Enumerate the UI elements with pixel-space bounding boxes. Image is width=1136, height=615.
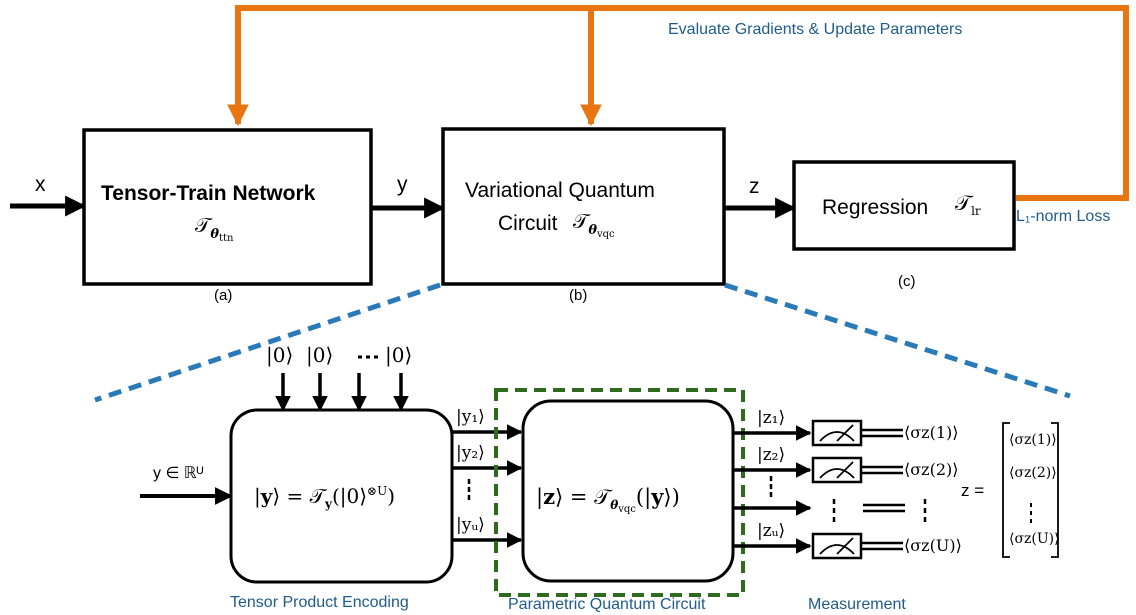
ttn-caption: (a) xyxy=(214,287,233,304)
regression-title: Regression xyxy=(822,196,929,219)
ttn-title: Tensor-Train Network xyxy=(101,182,316,205)
output-ket-2: |z₂⟩ xyxy=(757,445,786,465)
encoded-ket-2: |y₂⟩ xyxy=(456,443,485,463)
meter-2 xyxy=(811,456,863,484)
expectation-2: ⟨σz(2)⟩ xyxy=(904,460,959,479)
vqc-block xyxy=(441,127,726,286)
vqc-title-line1: Variational Quantum xyxy=(465,179,655,202)
signal-y: y xyxy=(397,173,408,196)
init-state-arrows xyxy=(275,373,409,412)
vqc-math: 𝒯θvqc xyxy=(573,209,615,240)
section-measurement: Measurement xyxy=(808,596,906,613)
ttn-math: 𝒯θttn xyxy=(195,213,234,244)
regression-math: 𝒯lr xyxy=(955,191,981,218)
pqc-formula: |z⟩ = 𝒯θvqc(|y⟩) xyxy=(536,484,680,515)
zoom-line-left xyxy=(94,282,441,403)
z-vector-label: z = xyxy=(961,481,985,500)
z-vector-entry-2: ⟨σz(2)⟩ xyxy=(1009,465,1057,481)
signal-x: x xyxy=(35,173,46,196)
expectation-1: ⟨σz(1)⟩ xyxy=(904,423,959,442)
feedback-loop xyxy=(227,5,1129,201)
z-vector-brackets xyxy=(1002,422,1059,558)
init-state-3: |0⟩ xyxy=(385,343,413,367)
encoding-output-arrows xyxy=(452,424,523,548)
encoded-ket-3: |yᵤ⟩ xyxy=(456,515,485,535)
output-ket-3: |zᵤ⟩ xyxy=(757,521,786,541)
encoded-ket-1: |y₁⟩ xyxy=(456,407,485,427)
z-vector-entry-1: ⟨σz(1)⟩ xyxy=(1009,432,1057,448)
section-encoding: Tensor Product Encoding xyxy=(230,594,409,611)
pqc-frame xyxy=(494,388,745,597)
ttn-block xyxy=(82,128,373,286)
output-ket-1: |z₁⟩ xyxy=(757,408,786,428)
init-state-1: |0⟩ xyxy=(266,343,294,367)
zoom-line-right xyxy=(724,282,1071,399)
feedback-label: Evaluate Gradients & Update Parameters xyxy=(668,21,963,38)
encoding-formula: |y⟩ = 𝒯y(|0⟩⊗U) xyxy=(254,484,396,511)
section-pqc: Parametric Quantum Circuit xyxy=(508,596,706,613)
pqc-output-arrows xyxy=(733,425,812,554)
regression-caption: (c) xyxy=(898,273,916,290)
init-state-2: |0⟩ xyxy=(306,343,334,367)
classical-wires xyxy=(861,428,905,551)
expectation-3: ⟨σz(U)⟩ xyxy=(904,536,962,555)
meter-1 xyxy=(811,419,863,447)
feedback-path xyxy=(227,5,1129,201)
signal-z: z xyxy=(749,175,760,198)
z-vector-entry-3: ⟨σz(U)⟩ xyxy=(1009,531,1060,547)
vqc-caption: (b) xyxy=(569,287,588,304)
loss-label: L₁-norm Loss xyxy=(1016,208,1111,225)
vqc-title-line2: Circuit xyxy=(498,212,558,235)
pqc-block xyxy=(521,399,735,583)
meter-3 xyxy=(811,532,863,560)
input-label: y ∈ ℝᵁ xyxy=(153,465,204,482)
